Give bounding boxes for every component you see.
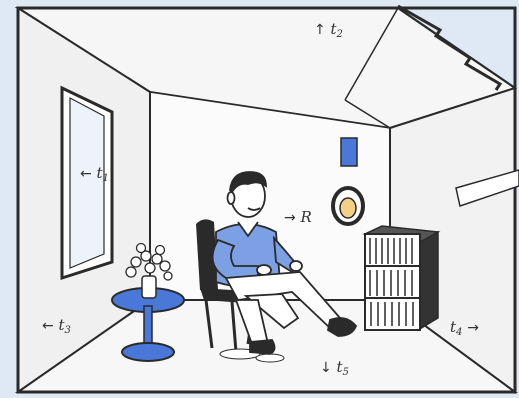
label-t1-subscript: 1 <box>102 173 109 184</box>
blue-picture <box>340 137 358 167</box>
label-t5-subscript: 5 <box>342 367 349 378</box>
label-t5: ↓ t5 <box>320 360 349 378</box>
outer-frame <box>16 6 517 394</box>
label-t3: ← t3 <box>42 318 71 336</box>
label-t4: t4 → <box>450 320 479 338</box>
label-t3-symbol: t <box>58 316 65 334</box>
arrow-right-icon: → <box>467 320 479 336</box>
label-R: → R <box>284 208 312 226</box>
oval-portrait-inner <box>339 197 357 219</box>
chair-back <box>196 219 218 290</box>
table-base <box>121 342 175 362</box>
arrow-right-icon: → <box>284 210 296 226</box>
label-t2-subscript: 2 <box>336 29 343 40</box>
label-t2-symbol: t <box>330 20 337 38</box>
arrow-down-icon: ↓ <box>320 360 332 376</box>
flowers <box>125 242 173 281</box>
label-t4-subscript: 4 <box>456 327 463 338</box>
label-t2: ↑ t2 <box>314 22 343 40</box>
vase <box>141 275 157 299</box>
label-t5-symbol: t <box>336 358 343 376</box>
label-t3-subscript: 3 <box>64 325 71 336</box>
roof-ridge-line <box>344 7 399 101</box>
roof-tiles <box>397 4 503 91</box>
roof-fold-line <box>344 99 391 129</box>
pipe <box>455 169 519 207</box>
books <box>369 238 414 326</box>
label-t1-symbol: t <box>96 164 103 182</box>
label-t4-symbol: t <box>450 318 457 336</box>
window-pane <box>69 97 105 269</box>
label-t1: ← t1 <box>80 166 109 184</box>
seated-man <box>211 171 358 355</box>
label-R-symbol: R <box>300 208 312 226</box>
arrow-left-icon: ← <box>80 166 92 182</box>
arrow-up-icon: ↑ <box>314 22 326 38</box>
arrow-left-icon: ← <box>42 318 54 334</box>
